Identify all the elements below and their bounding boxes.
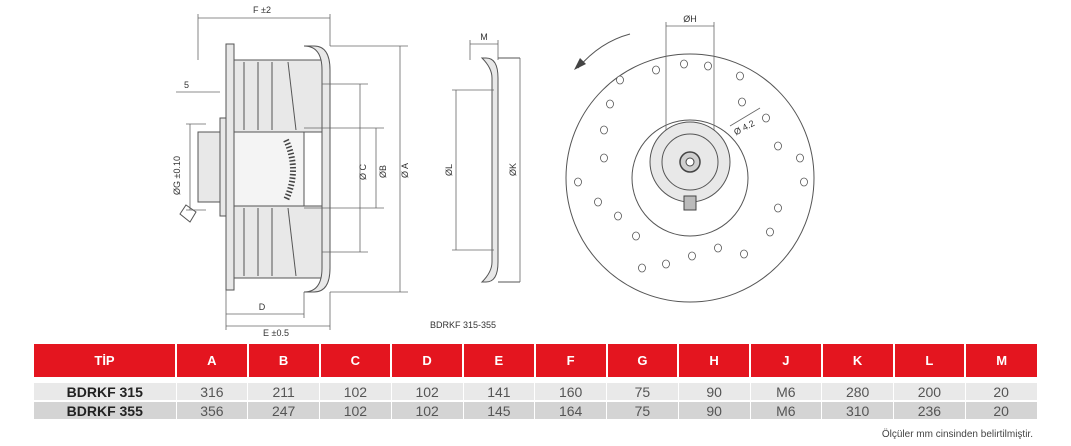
dim-d-label: D (259, 302, 266, 312)
col-header: C (319, 344, 393, 377)
table-cell: M6 (750, 383, 823, 402)
table-cell: 160 (534, 383, 607, 402)
table-cell: 310 (821, 401, 894, 421)
table-cell: 200 (893, 383, 966, 402)
table-cell: 20 (965, 383, 1038, 402)
dim-m-label: M (480, 32, 488, 42)
table-cell: 164 (534, 401, 607, 421)
dim-f-label: F ±2 (253, 5, 271, 15)
dim-a-label: Ø A (400, 163, 410, 178)
table-cell: BDRKF 355 (34, 401, 177, 421)
table-cell: 145 (463, 401, 536, 421)
technical-drawing: F ±2 5 ØG ±0.10 (172, 5, 815, 338)
col-header: M (965, 344, 1037, 377)
table-cell: BDRKF 315 (34, 383, 177, 402)
dim-l-label: ØL (444, 164, 454, 176)
table-cell: 90 (678, 401, 751, 421)
col-header: G (606, 344, 680, 377)
table-cell: 75 (606, 383, 679, 402)
table-cell: 75 (606, 401, 679, 421)
table-cell: 90 (678, 383, 751, 402)
table-cell: 102 (319, 383, 392, 402)
table-cell: 102 (391, 383, 464, 402)
dim-g-label: ØG ±0.10 (172, 156, 182, 195)
table-cell: 356 (176, 401, 249, 421)
dim-5-label: 5 (184, 80, 189, 90)
drawing-caption: BDRKF 315-355 (430, 320, 496, 330)
table-cell: 102 (391, 401, 464, 421)
table-cell: 20 (965, 401, 1038, 421)
dim-k-label: ØK (508, 163, 518, 176)
side-view: F ±2 5 ØG ±0.10 (172, 5, 410, 338)
col-header: A (176, 344, 249, 377)
col-header: F (534, 344, 608, 377)
dim-hole-label: Ø 4.2 (732, 118, 756, 137)
col-header: L (893, 344, 967, 377)
front-view: ØH Ø 4.2 (565, 14, 815, 303)
table-row: BDRKF 315 316 211 102 102 141 160 75 90 … (34, 383, 1038, 402)
col-header: TİP (34, 344, 177, 377)
dim-b-label: ØB (378, 165, 388, 178)
dim-h-label: ØH (683, 14, 697, 24)
dim-c-label: Ø C (358, 163, 368, 180)
table-row: BDRKF 355 356 247 102 102 145 164 75 90 … (34, 401, 1038, 421)
inlet-ring-view: M ØL ØK BDRKF 315-355 (430, 32, 521, 330)
table-cell: 316 (176, 383, 249, 402)
table-cell: M6 (750, 401, 823, 421)
table-cell: 280 (821, 383, 894, 402)
col-header: E (463, 344, 536, 377)
table-cell: 247 (247, 401, 320, 421)
table-cell: 211 (247, 383, 320, 402)
table-cell: 102 (319, 401, 392, 421)
col-header: B (247, 344, 321, 377)
units-note: Ölçüler mm cinsinden belirtilmiştir. (881, 429, 1033, 440)
spec-table: TİP A B C D E F G H J K L M BDRKF 315 31… (34, 344, 1038, 421)
table-cell: 236 (893, 401, 966, 421)
col-header: D (391, 344, 464, 377)
dim-e-label: E ±0.5 (263, 328, 289, 338)
col-header: J (750, 344, 823, 377)
table-cell: 141 (463, 383, 536, 402)
col-header: K (821, 344, 895, 377)
col-header: H (678, 344, 751, 377)
table-header-row: TİP A B C D E F G H J K L M (34, 344, 1037, 377)
